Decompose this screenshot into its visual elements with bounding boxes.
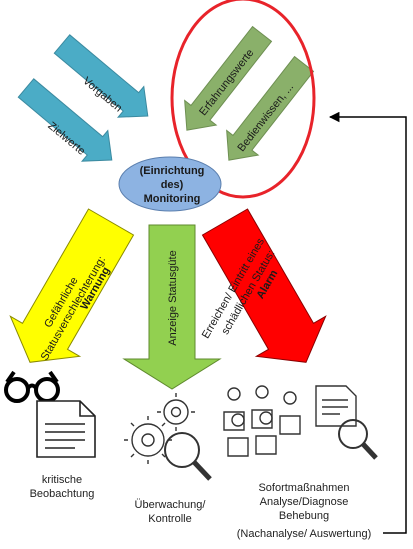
feedback-arrow (328, 111, 407, 534)
caption-observation-1: kritische (42, 474, 82, 486)
glasses-icon (4, 370, 60, 403)
input-label-erfahrungswerte: Erfahrungswerte (197, 47, 256, 118)
team-icon (223, 385, 301, 457)
hub-line-1: (Einrichtung (140, 165, 205, 177)
monitoring-hub: (Einrichtung des) Monitoring (118, 156, 222, 212)
caption-control-1: Überwachung/ (135, 499, 207, 511)
highlight-circle (170, 0, 316, 199)
hub-line-3: Monitoring (144, 193, 201, 205)
report-magnifier-icon (338, 419, 378, 460)
caption-measures-4: (Nachanalyse/ Auswertung) (237, 528, 372, 540)
caption-measures-1: Sofortmaßnahmen (258, 482, 349, 494)
caption-control-2: Kontrolle (148, 513, 191, 525)
caption-measures-3: Behebung (279, 510, 329, 522)
output-arrow-status: Anzeige Statusgüte (122, 224, 222, 390)
report-icon (315, 385, 357, 427)
gears-icon (124, 393, 195, 464)
output-arrow-warning: Gefährliche Statusverschlechterung: Warn… (9, 208, 135, 363)
magnifier-icon (164, 432, 212, 481)
document-icon (36, 400, 96, 458)
hub-line-2: des) (161, 179, 184, 191)
status-line-1: Anzeige Statusgüte (167, 250, 179, 345)
caption-measures-2: Analyse/Diagnose (260, 496, 349, 508)
output-arrow-alarm: Erreichen/ Eintritt eines schädlichen St… (200, 208, 327, 363)
caption-observation-2: Beobachtung (30, 488, 95, 500)
input-label-bedienwissen: Bedienwissen, ... (235, 81, 296, 154)
